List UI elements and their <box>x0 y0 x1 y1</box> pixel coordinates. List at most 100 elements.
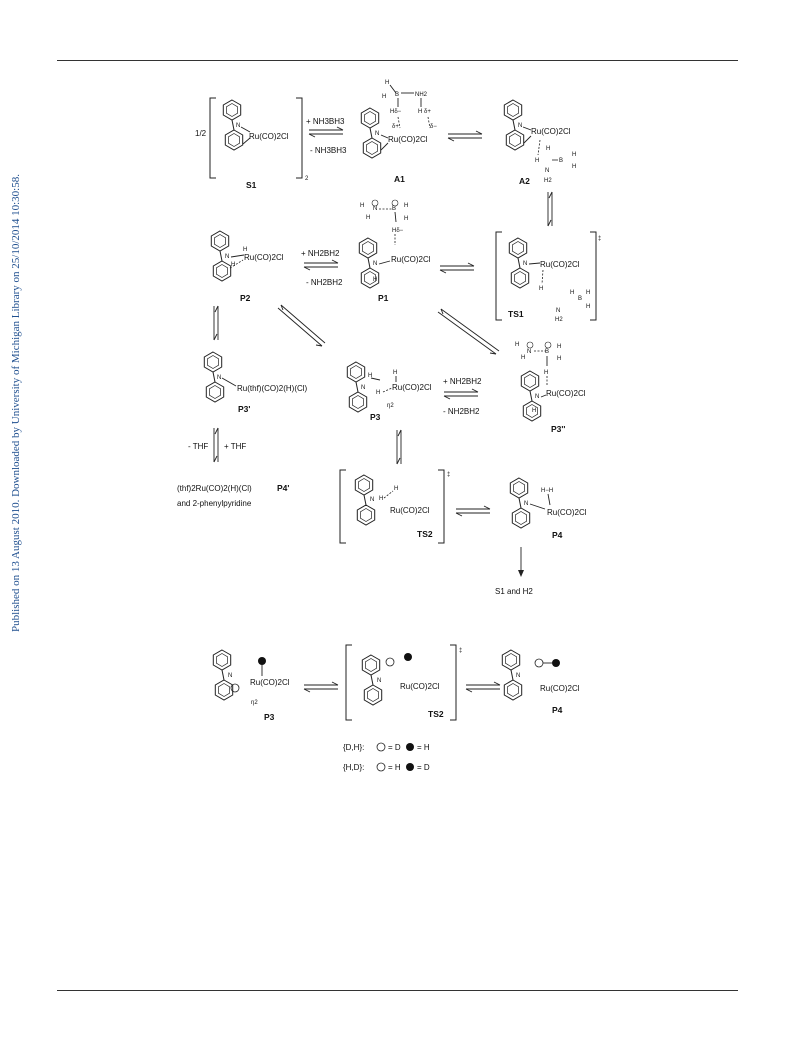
svg-text:H: H <box>379 496 383 502</box>
p4prime-coproduct: and 2-phenylpyridine <box>177 499 252 508</box>
equilibrium-a1-a2 <box>447 130 483 142</box>
reagent-minus-nh3bh3: - NH3BH3 <box>310 146 347 155</box>
svg-text:H: H <box>557 344 561 350</box>
label-p2: P2 <box>240 293 251 303</box>
species-ts2: ‡ N H H Ru(CO)2Cl TS2 <box>339 469 450 544</box>
dimer-subscript: 2 <box>305 176 309 182</box>
svg-text:H: H <box>243 247 247 253</box>
isotope-ts2: ‡ N Ru(CO)2Cl TS2 <box>345 644 462 721</box>
reagent-minus-thf: - THF <box>188 442 208 451</box>
svg-text:N: N <box>375 131 379 137</box>
svg-text:H: H <box>544 370 548 376</box>
label-p4: P4 <box>552 530 563 540</box>
eta2-label-2: η2 <box>251 700 258 706</box>
ru-fragment: Ru(CO)2Cl <box>531 127 571 136</box>
equilibrium-p1-ts1 <box>439 262 475 274</box>
label-ts2-isotope: TS2 <box>428 709 444 719</box>
eta2-label: η2 <box>387 403 394 409</box>
label-p3pp: P3'' <box>551 424 565 434</box>
equilibrium-iso-2 <box>465 681 501 693</box>
p4prime-formula: (thf)2Ru(CO)2(H)(Cl) <box>177 484 252 493</box>
equilibrium-p2-p1: + NH2BH2 - NH2BH2 <box>301 249 343 287</box>
svg-text:H−H: H−H <box>541 488 553 494</box>
reagent-minus-nh2bh2: - NH2BH2 <box>306 278 343 287</box>
equilibrium-s1-a1: + NH3BH3 - NH3BH3 <box>306 117 347 155</box>
svg-text:B: B <box>559 158 563 164</box>
svg-text:N: N <box>361 385 365 391</box>
svg-text:H: H <box>368 373 372 379</box>
species-s1: 1/2 2 N Ru(CO)2Cl S1 <box>195 97 309 190</box>
header-rule <box>57 60 738 61</box>
svg-text:H: H <box>572 164 576 170</box>
ru-fragment: Ru(CO)2Cl <box>546 389 586 398</box>
svg-text:H: H <box>535 158 539 164</box>
transition-state-dagger-2: ‡ <box>447 472 450 478</box>
svg-text:B: B <box>395 92 399 98</box>
svg-text:H: H <box>394 486 398 492</box>
svg-text:N: N <box>225 254 229 260</box>
ru-fragment: Ru(CO)2Cl <box>390 506 430 515</box>
transition-state-dagger-3: ‡ <box>459 648 462 654</box>
svg-text:H: H <box>546 146 550 152</box>
svg-text:N: N <box>373 261 377 267</box>
svg-text:H δ+: H δ+ <box>418 109 431 115</box>
equilibrium-ts2-p4 <box>455 505 491 517</box>
legend-dh-open: = D <box>388 743 401 752</box>
reagent-plus-nh3bh3: + NH3BH3 <box>306 117 345 126</box>
svg-text:H: H <box>572 152 576 158</box>
label-p3-isotope: P3 <box>264 712 275 722</box>
svg-text:H: H <box>532 408 536 414</box>
ru-thf-fragment: Ru(thf)(CO)2(H)(Cl) <box>237 384 308 393</box>
species-p3prime: N Ru(thf)(CO)2(H)(Cl) P3' <box>204 352 308 414</box>
ru-fragment: Ru(CO)2Cl <box>391 255 431 264</box>
svg-text:N: N <box>535 394 539 400</box>
label-p4prime: P4' <box>277 483 289 493</box>
svg-text:H: H <box>382 94 386 100</box>
svg-text:N: N <box>556 308 560 314</box>
svg-text:H2: H2 <box>555 317 563 323</box>
ru-fragment: Ru(CO)2Cl <box>249 132 289 141</box>
equilibrium-thf: - THF + THF <box>188 427 246 463</box>
ru-fragment: Ru(CO)2Cl <box>400 682 440 691</box>
reagent-plus-nh2bh2-2: + NH2BH2 <box>443 377 482 386</box>
svg-text:B: B <box>392 206 396 212</box>
legend-hd-filled: = D <box>417 763 430 772</box>
ru-fragment: Ru(CO)2Cl <box>540 260 580 269</box>
isotope-p3: N Ru(CO)2Cl η2 P3 <box>213 650 290 722</box>
species-a1: H B NH2 H Hδ− H δ+ δ+ δ− N Ru(CO)2Cl A1 <box>361 80 437 184</box>
label-a2: A2 <box>519 176 530 186</box>
svg-text:H: H <box>376 390 380 396</box>
reagent-plus-thf: + THF <box>224 442 246 451</box>
svg-text:B: B <box>578 296 582 302</box>
equilibrium-a2-ts1 <box>547 191 553 227</box>
svg-text:N: N <box>377 678 381 684</box>
svg-text:N: N <box>524 501 528 507</box>
ru-fragment: Ru(CO)2Cl <box>388 135 428 144</box>
label-p4-isotope: P4 <box>552 705 563 715</box>
species-ts1: ‡ N Ru(CO)2Cl H H B H H N H2 TS1 <box>495 231 601 323</box>
svg-text:B: B <box>545 349 549 355</box>
svg-text:H: H <box>586 290 590 296</box>
equilibrium-p2-p3prime <box>213 305 219 341</box>
legend-dh-filled: = H <box>417 743 430 752</box>
svg-text:N: N <box>370 497 374 503</box>
equilibrium-p3-ts2 <box>396 429 402 465</box>
svg-text:H: H <box>366 215 370 221</box>
svg-text:N: N <box>518 123 522 129</box>
ru-fragment: Ru(CO)2Cl <box>547 508 587 517</box>
species-p1: H N H B H H Hδ− N H Ru(CO)2Cl P1 <box>359 199 431 303</box>
footer-rule <box>57 990 738 991</box>
equilibrium-p3-p3pp: + NH2BH2 - NH2BH2 <box>443 377 482 416</box>
species-p3pp: H N H B H H H N H Ru(CO)2Cl P3'' <box>515 341 586 434</box>
svg-text:H: H <box>373 277 377 283</box>
equilibrium-iso-1 <box>303 681 339 693</box>
svg-text:H: H <box>393 370 397 376</box>
label-p1: P1 <box>378 293 389 303</box>
svg-text:H: H <box>385 80 389 86</box>
svg-text:N: N <box>236 123 240 129</box>
svg-text:H: H <box>360 203 364 209</box>
svg-text:N: N <box>545 168 549 174</box>
label-p3prime: P3' <box>238 404 250 414</box>
svg-text:Hδ−: Hδ− <box>392 228 404 234</box>
